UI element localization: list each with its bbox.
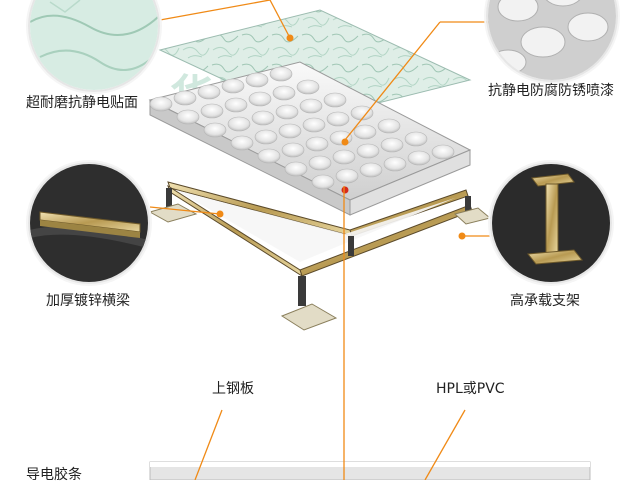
panel-dimple xyxy=(200,103,224,119)
panel-dimple xyxy=(221,78,245,94)
panel-dimple xyxy=(377,118,401,134)
cross-section-strip xyxy=(149,461,591,480)
panel-dimple xyxy=(305,136,329,152)
label-top-steel: 上钢板 xyxy=(212,381,254,397)
panel-dimple xyxy=(224,97,248,113)
panel-dimple xyxy=(197,84,221,100)
panel-dimple xyxy=(296,79,320,95)
label-support: 高承载支架 xyxy=(510,293,580,309)
panel-dimple xyxy=(299,98,323,114)
panel-dimple xyxy=(380,137,404,153)
panel-dimple xyxy=(407,150,431,166)
panel-dimple xyxy=(359,162,383,178)
beam-detail-circle xyxy=(28,162,150,284)
panel-dimple xyxy=(176,109,200,125)
panel-dimple xyxy=(251,110,275,126)
label-coating: 抗静电防腐防锈喷漆 xyxy=(488,83,614,99)
panel-dimple xyxy=(431,144,455,160)
panel-dimple xyxy=(281,142,305,158)
panel-dimple xyxy=(284,161,308,177)
surface-detail-circle xyxy=(28,0,160,92)
panel-dimple xyxy=(302,117,326,133)
panel-dimple xyxy=(383,156,407,172)
panel-dimple xyxy=(356,143,380,159)
panel-dimple xyxy=(173,90,197,106)
panel-dimple xyxy=(308,155,332,171)
support-detail-circle xyxy=(490,162,612,284)
panel-dimple xyxy=(332,149,356,165)
panel-dimple xyxy=(245,72,269,88)
pedestal-bases xyxy=(148,203,492,331)
panel-dimple xyxy=(335,168,359,184)
panel-dimple xyxy=(311,174,335,190)
panel-dimple xyxy=(404,131,428,147)
panel-dimple xyxy=(323,92,347,108)
panel-dimple xyxy=(329,130,353,146)
panel-dimple xyxy=(275,104,299,120)
panel-dimple xyxy=(254,129,278,145)
panel-dimple xyxy=(272,85,296,101)
label-hpl: HPL或PVC xyxy=(436,381,505,397)
leader-dots xyxy=(216,34,466,240)
steel-panel xyxy=(148,61,472,216)
label-surface: 超耐磨抗静电贴面 xyxy=(26,95,138,111)
leader-lines xyxy=(149,0,500,480)
panel-dimple xyxy=(269,66,293,82)
label-edge-strip: 导电胶条 xyxy=(26,467,82,483)
label-beam: 加厚镀锌横梁 xyxy=(46,293,130,309)
panel-dimple xyxy=(257,148,281,164)
panel-dimple xyxy=(230,135,254,151)
panel-dimple xyxy=(350,105,374,121)
panel-dimple xyxy=(353,124,377,140)
panel-dimple xyxy=(326,111,350,127)
panel-dimple xyxy=(248,91,272,107)
panel-dimple xyxy=(203,122,227,138)
panel-dimple xyxy=(278,123,302,139)
panel-dimple xyxy=(149,96,173,112)
pedestals xyxy=(166,188,471,306)
panel-dimple xyxy=(227,116,251,132)
